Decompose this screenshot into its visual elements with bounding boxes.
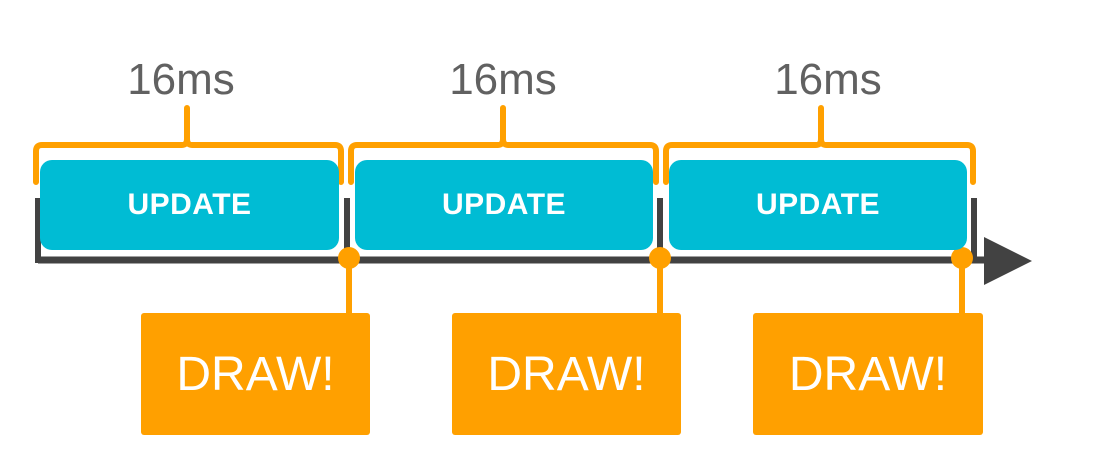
draw-block: DRAW!: [141, 313, 370, 435]
update-label: UPDATE: [755, 188, 881, 221]
draw-label: DRAW!: [176, 347, 335, 401]
frame-duration-label: 16ms: [449, 55, 557, 104]
draw-label: DRAW!: [788, 347, 948, 401]
frame-duration-label: 16ms: [127, 55, 235, 104]
draw-trigger-dot: [649, 247, 671, 269]
draw-trigger-dot: [951, 247, 973, 269]
draw-block: DRAW!: [452, 313, 681, 435]
update-block: UPDATE: [40, 160, 339, 250]
duration-bracket: [33, 105, 344, 185]
timeline-arrowhead: [984, 237, 1032, 285]
draw-label: DRAW!: [487, 347, 646, 401]
update-block: UPDATE: [669, 160, 967, 250]
duration-bracket: [663, 105, 976, 185]
duration-bracket: [348, 105, 659, 185]
update-label: UPDATE: [441, 188, 567, 221]
draw-trigger-dot: [338, 247, 360, 269]
draw-block: DRAW!: [753, 313, 983, 435]
update-label: UPDATE: [127, 188, 252, 221]
update-block: UPDATE: [355, 160, 653, 250]
frame-duration-label: 16ms: [774, 55, 882, 104]
